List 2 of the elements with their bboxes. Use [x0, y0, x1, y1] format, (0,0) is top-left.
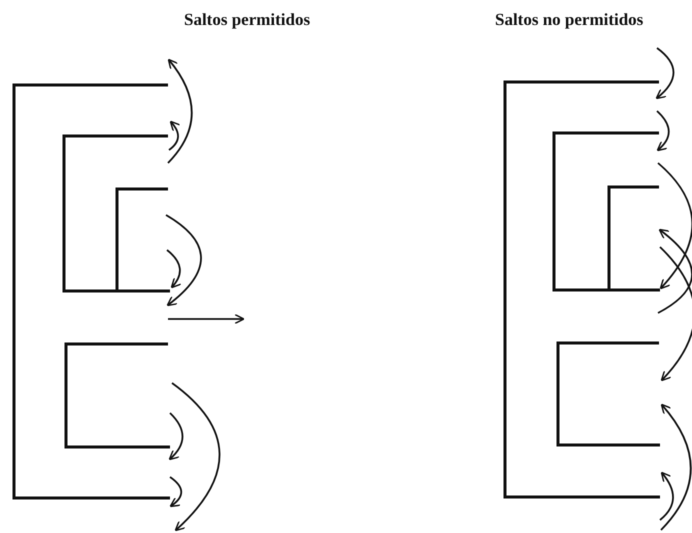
heading: Saltos permitidos [184, 10, 310, 30]
heading: Saltos no permitidos [495, 10, 644, 30]
